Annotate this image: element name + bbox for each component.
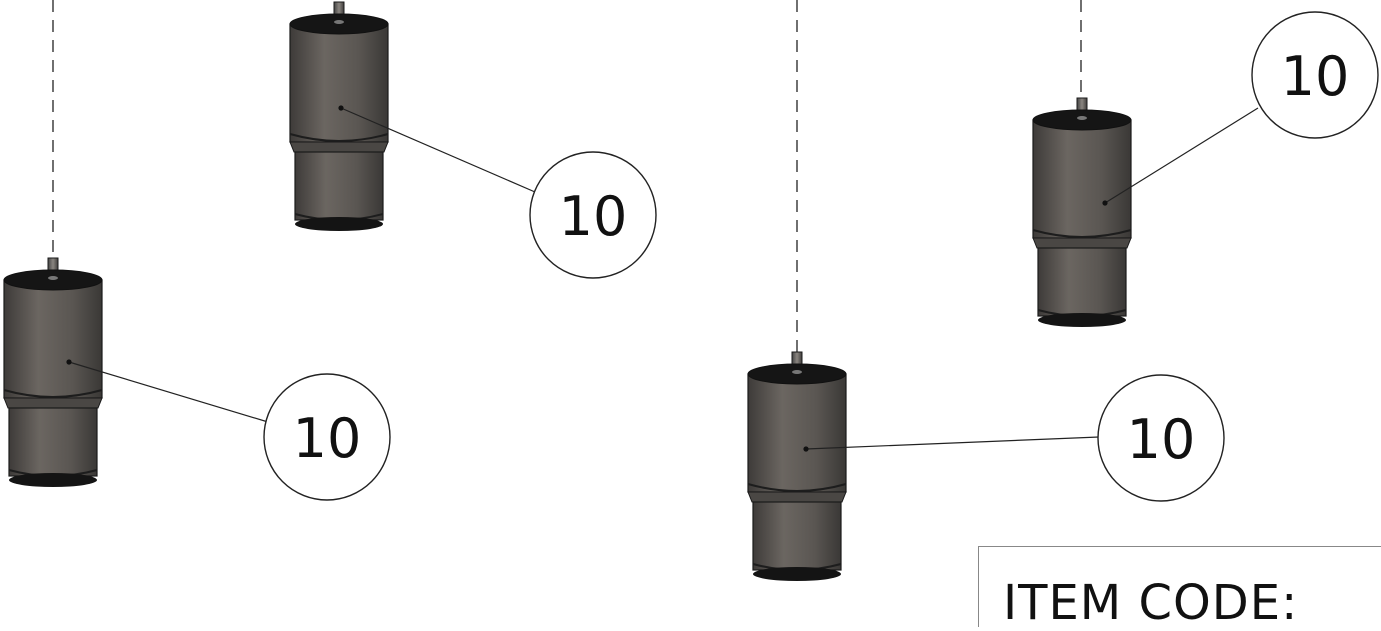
leg-part (747, 351, 847, 582)
leg-part (289, 1, 389, 232)
balloon-label: 10 (1127, 408, 1196, 471)
title-block: ITEM CODE: (978, 546, 1381, 631)
item-balloon: 10 (263, 373, 391, 501)
item-balloon: 10 (529, 151, 657, 279)
leg-part (1032, 97, 1132, 328)
assembly-drawing: 10 10 10 10 (3, 0, 1379, 582)
balloon-label: 10 (293, 407, 362, 470)
item-balloon: 10 (1097, 374, 1225, 502)
item-balloon: 10 (1251, 11, 1379, 139)
balloon-label: 10 (559, 185, 628, 248)
leader-line (803, 436, 1100, 452)
leader-line (338, 105, 536, 193)
item-code-label: ITEM CODE: (1003, 575, 1299, 631)
leader-line (1102, 107, 1259, 206)
leader-line (66, 359, 269, 423)
balloon-label: 10 (1281, 45, 1350, 108)
leg-part (3, 257, 103, 488)
